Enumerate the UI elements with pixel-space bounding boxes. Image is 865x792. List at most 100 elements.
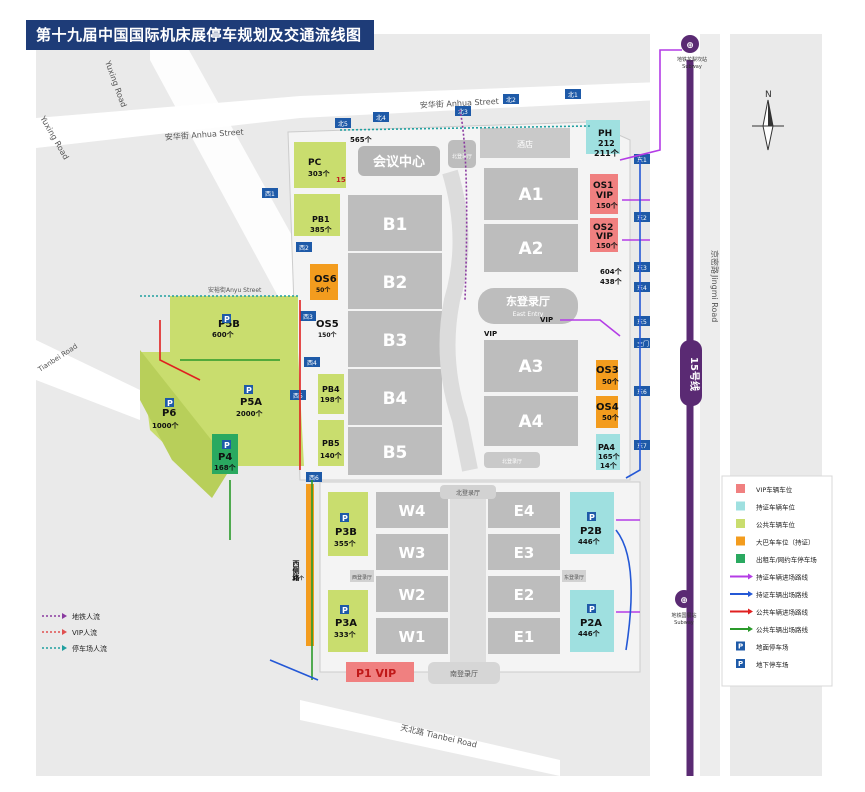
street-anhua-right: 安华街 Anhua Street [420,96,499,110]
gate-n1-label: 北1 [568,91,578,99]
os6-label: OS6 [314,274,337,285]
subway-south-cn: 地铁国展站 [671,612,696,619]
hall-b2-label: B2 [383,273,408,293]
p6-count: 1000个 [152,421,179,430]
gate-w3 [300,311,316,321]
gate-main-label: 主门 [637,340,649,348]
lot-p6 [140,350,232,498]
we-central-corridor [450,492,486,662]
legend-p-icon [736,641,745,651]
hall-w1-label: W1 [399,628,426,646]
west-side-road-label: 西侧路 [292,560,301,582]
we-north-entry [440,485,496,499]
legend-item: 大巴车车位（持证） [736,536,815,547]
lot-pa4 [596,434,620,470]
p2a-p-glyph: P [589,605,595,614]
north-entry-building [448,140,476,168]
hall-b2 [348,253,442,309]
gate-e2-label: 东2 [637,214,647,222]
hall-w3 [376,534,448,570]
gate-n2-label: 北2 [506,96,516,104]
gate-e1-label: 东1 [637,156,647,164]
route-vip-p1 [269,659,319,681]
tianbei-road-west [36,340,140,420]
west-entry-box [350,570,374,582]
p2b-p-icon [587,512,596,521]
gate-n4-label: 北4 [376,114,386,122]
south-entry-label: 南登录厅 [450,669,478,678]
legend-label: 持证车辆进场路线 [756,573,809,582]
hall-w3-label: W3 [399,544,426,562]
west-road-bus [306,484,314,646]
ph-n2: 211个 [594,148,620,158]
hall-a2 [484,224,578,272]
route-subway-walk [459,109,468,301]
p5a-label: P5A [240,397,262,408]
p3b-label: P3B [335,527,357,538]
flow-legend-item: 地铁人流 [42,612,100,621]
central-walkway [439,169,478,472]
gate-w5 [290,390,306,400]
legend-swatch [736,484,745,493]
hall-b1 [348,195,442,251]
os3-label: OS3 [596,365,619,376]
legend-item: 持证车辆车位 [736,501,796,512]
p5a-p-glyph: P [246,386,252,395]
lot-os4 [596,396,618,428]
p5b-label: P5B [218,319,240,330]
os1-label: OS1 [593,181,613,191]
pa4-n2: 14个 [600,461,618,470]
gate-e5 [634,316,650,326]
p4-label: P4 [218,452,232,463]
hall-e4 [488,492,560,528]
gate-w1-label: 西1 [265,191,275,198]
flow-legend-item: VIP人流 [42,628,97,637]
p4-p-glyph: P [224,441,230,450]
p5b-p-icon [222,314,231,323]
gate-e6-label: 东6 [637,388,647,396]
east-entry-en: East Entry [513,311,544,318]
gate-w2 [296,242,312,252]
north-entry-label: 北登录厅 [452,153,472,160]
pa4-n1: 165个 [598,452,621,461]
os2-count: 150个 [596,241,619,250]
page-title: 第十九届中国国际机床展停车规划及交通流线图 [26,20,374,50]
legend-label: 地面停车场 [756,643,789,652]
legend-box [721,475,833,687]
gate-w5-label: 西5 [293,393,303,400]
legend-item: VIP车辆车位 [736,484,793,494]
ph-n1: 212 [598,139,615,148]
lot-ph [586,120,620,154]
p6-p-glyph: P [167,399,173,408]
gate-w6 [306,472,322,482]
hall-b1-label: B1 [383,215,408,235]
lot-os6 [310,264,338,300]
flow-legend-arrowhead-icon [62,645,67,651]
ph-label: PH [598,129,612,139]
hall-a3-label: A3 [519,357,544,377]
gate-e4 [634,282,650,292]
p5b-count: 600个 [212,330,235,339]
gate-n5 [335,118,351,128]
hall-w4-label: W4 [399,502,426,520]
tianbei-road-south [300,700,560,776]
gate-e2 [634,212,650,222]
lot-pb5 [318,420,344,466]
os3-count: 50个 [602,377,620,386]
lot-pc [294,142,346,188]
conf-under-count: 565个 [350,135,373,144]
pc-15: 15 [336,176,346,184]
hall-b3 [348,311,442,367]
os5-label: OS5 [316,319,339,330]
gate-e6 [634,386,650,396]
east-entry-cn: 东登录厅 [506,294,550,308]
legend-p-glyph: P [738,660,743,668]
hotel-label: 酒店 [517,139,533,149]
os5-count: 150个 [318,331,338,339]
lot-p1 [346,662,414,682]
west-entry-label: 西登录厅 [352,574,372,581]
legend-arrowhead-icon [748,626,753,632]
route-public-in-p6 [159,320,201,381]
route-permit-out-east [625,160,641,479]
os1-count: 150个 [596,201,619,210]
